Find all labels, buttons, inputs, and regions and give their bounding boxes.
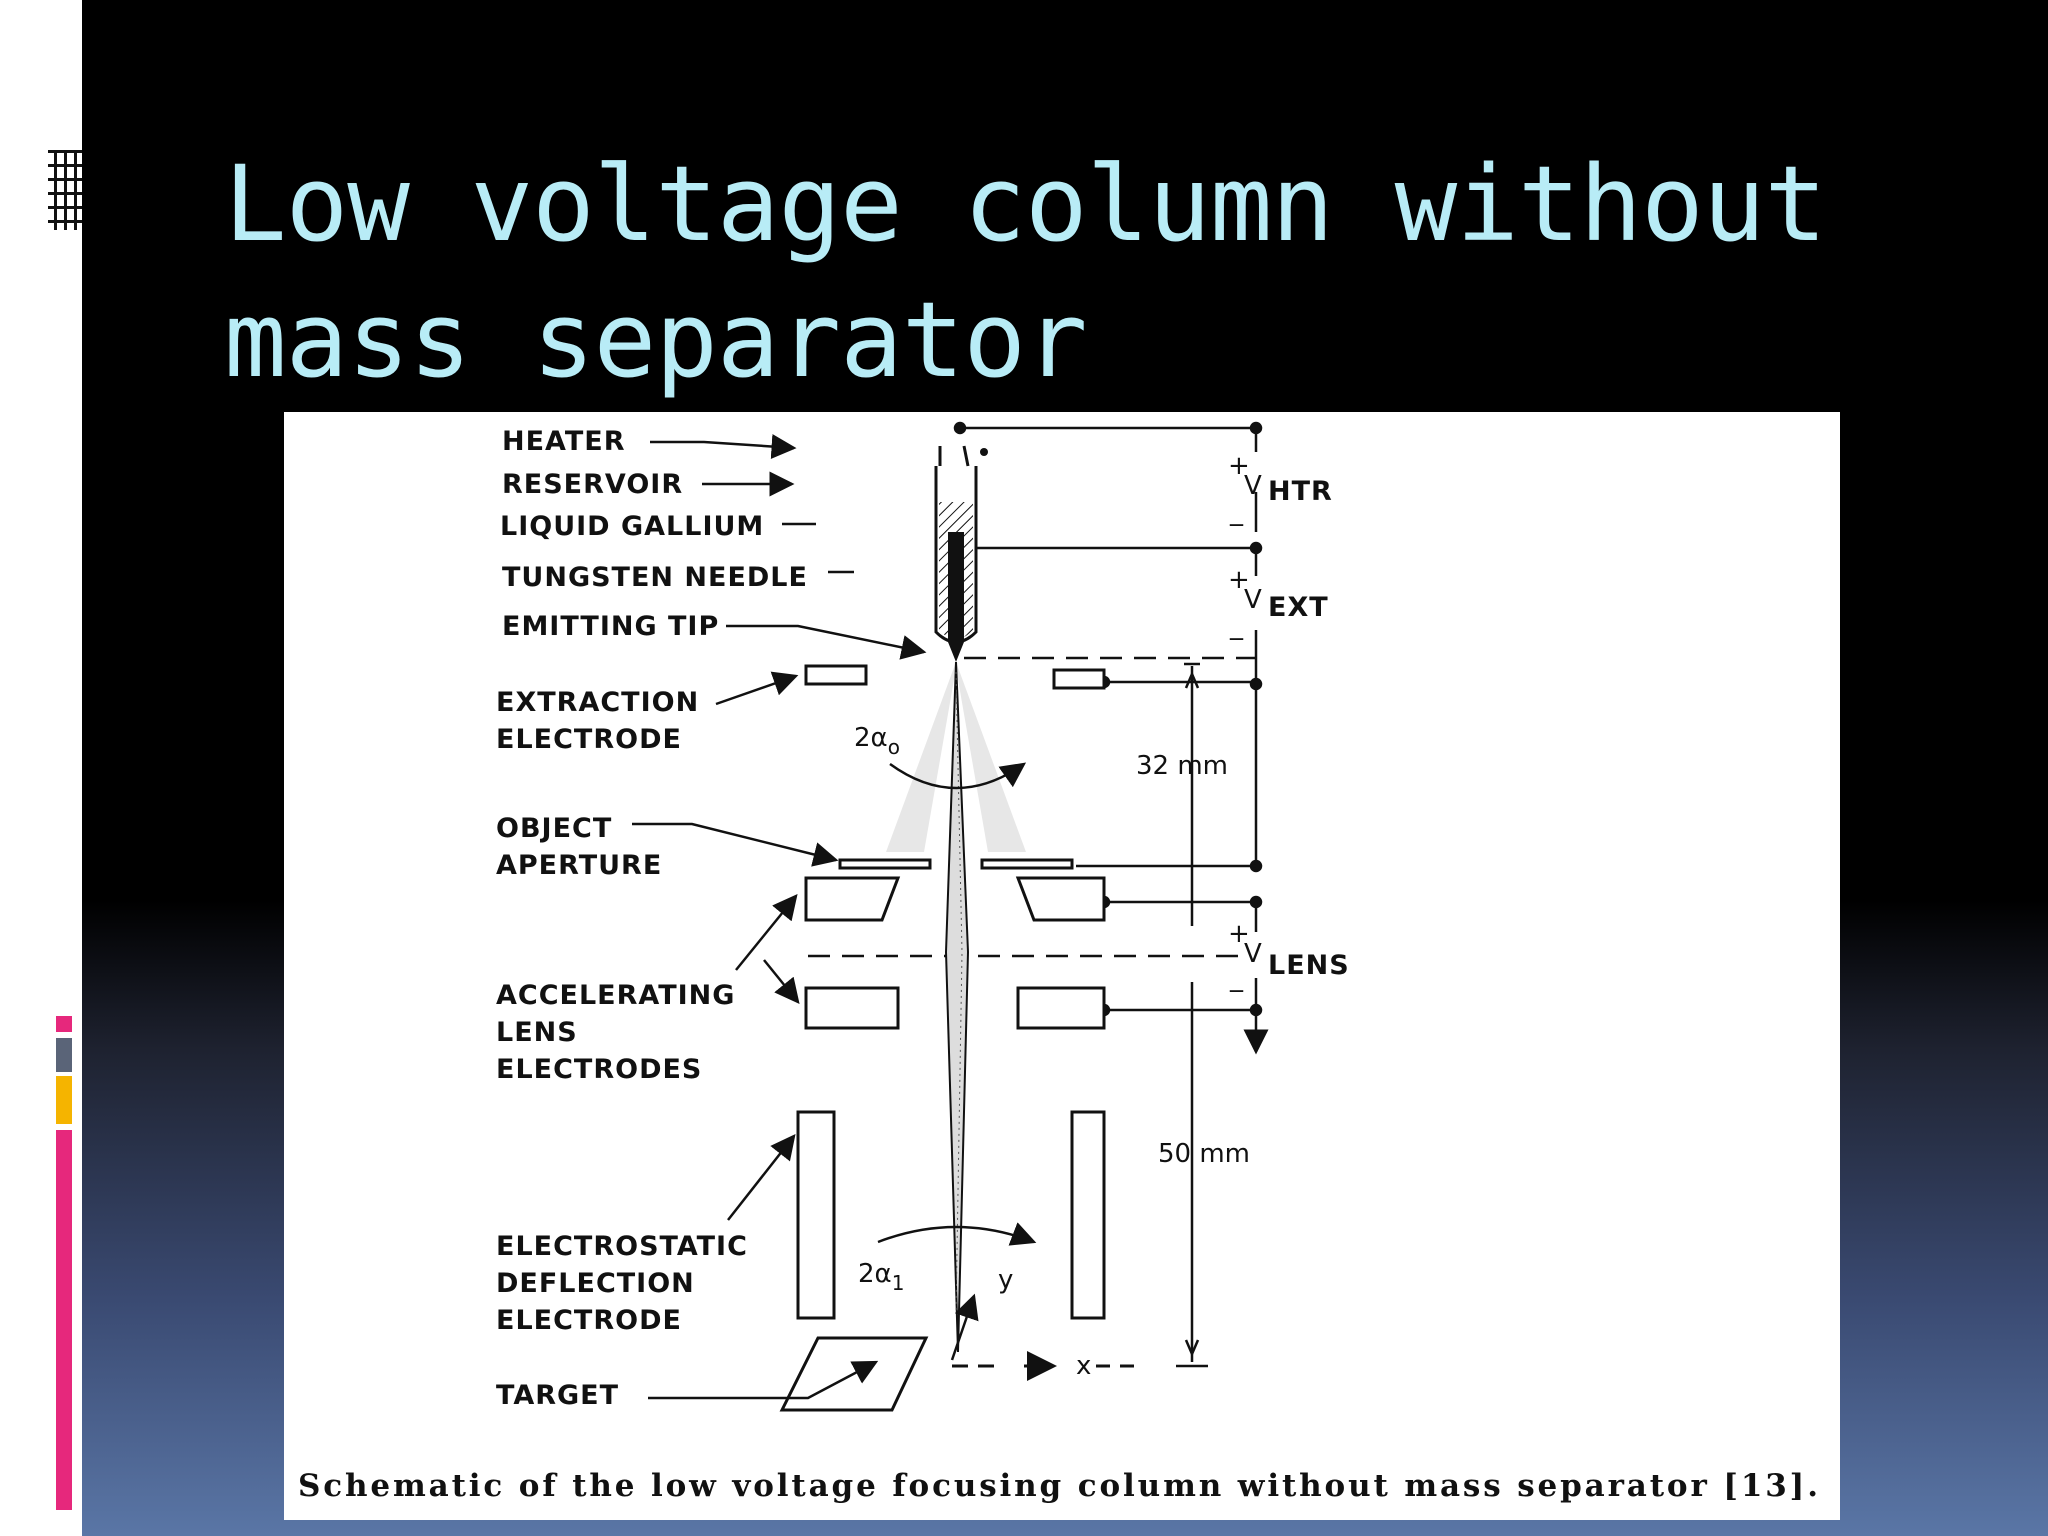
label-accel-1: ACCELERATING bbox=[496, 980, 735, 1011]
label-object-1: OBJECT bbox=[496, 813, 612, 844]
svg-text:EXT: EXT bbox=[1268, 592, 1329, 623]
leader-lines bbox=[632, 434, 927, 1400]
label-extraction-2: ELECTRODE bbox=[496, 724, 682, 755]
voltage-ext: + V EXT _ bbox=[1228, 565, 1329, 641]
dimension-32mm: 32 mm bbox=[1136, 751, 1228, 781]
axis-y-label: y bbox=[998, 1265, 1013, 1295]
figure-caption: Schematic of the low voltage focusing co… bbox=[298, 1468, 1818, 1504]
label-reservoir: RESERVOIR bbox=[502, 469, 683, 500]
label-emitting-tip: EMITTING TIP bbox=[502, 611, 719, 642]
accent-bar-pink-small bbox=[56, 1016, 72, 1032]
schematic-figure: HEATER RESERVOIR LIQUID GALLIUM TUNGSTEN… bbox=[284, 412, 1840, 1520]
lens-upper-left bbox=[804, 876, 901, 922]
svg-text:+: + bbox=[1228, 451, 1250, 481]
label-accel-3: ELECTRODES bbox=[496, 1054, 702, 1085]
svg-text:_: _ bbox=[1229, 611, 1244, 641]
angle-arcs bbox=[877, 762, 1037, 1246]
electrodes bbox=[796, 664, 1106, 1320]
label-liquid-gallium: LIQUID GALLIUM bbox=[500, 511, 764, 542]
decorative-lines-icon bbox=[48, 150, 82, 230]
dimension-50mm: 50 mm bbox=[1158, 1139, 1250, 1169]
connection-lines bbox=[808, 421, 1269, 1055]
dimension-lines bbox=[1176, 662, 1208, 1368]
label-extraction-1: EXTRACTION bbox=[496, 687, 699, 718]
svg-text:+: + bbox=[1228, 565, 1250, 595]
label-target: TARGET bbox=[496, 1380, 619, 1411]
svg-text:_: _ bbox=[1229, 497, 1244, 527]
deflection-plate-left bbox=[796, 1110, 836, 1320]
accent-bar-gold bbox=[56, 1076, 72, 1124]
voltage-lens: + V LENS _ bbox=[1228, 919, 1350, 993]
label-deflection-3: ELECTRODE bbox=[496, 1305, 682, 1336]
svg-text:_: _ bbox=[1229, 963, 1244, 993]
object-aperture-right bbox=[980, 858, 1074, 870]
lens-lower-right bbox=[1016, 986, 1106, 1030]
axis-x-label: x bbox=[1076, 1351, 1091, 1381]
extraction-electrode-left bbox=[804, 664, 868, 686]
label-tungsten-needle: TUNGSTEN NEEDLE bbox=[502, 562, 808, 593]
svg-text:+: + bbox=[1228, 919, 1250, 949]
svg-text:V: V bbox=[1244, 471, 1262, 501]
svg-text:LENS: LENS bbox=[1268, 950, 1350, 981]
label-deflection-1: ELECTROSTATIC bbox=[496, 1231, 748, 1262]
voltage-htr: + V HTR _ bbox=[1228, 451, 1333, 527]
deflection-plate-right bbox=[1070, 1110, 1106, 1320]
label-alpha0: 2αo bbox=[854, 723, 900, 759]
accent-bar-gray bbox=[56, 1038, 72, 1072]
accent-bar-pink-long bbox=[56, 1130, 72, 1510]
lens-lower-left bbox=[804, 986, 900, 1030]
label-object-2: APERTURE bbox=[496, 850, 662, 881]
label-heater: HEATER bbox=[502, 426, 626, 457]
object-aperture-left bbox=[838, 858, 932, 870]
emitter-assembly bbox=[934, 445, 988, 662]
target-plate bbox=[779, 1293, 1142, 1412]
label-accel-2: LENS bbox=[496, 1017, 578, 1048]
column-schematic: HEATER RESERVOIR LIQUID GALLIUM TUNGSTEN… bbox=[298, 421, 1818, 1504]
left-margin-strip bbox=[0, 0, 82, 1536]
svg-text:HTR: HTR bbox=[1268, 476, 1333, 507]
svg-text:V: V bbox=[1244, 585, 1262, 615]
slide-title: Low voltage column without mass separato… bbox=[224, 143, 1827, 401]
label-alpha1: 2α1 bbox=[858, 1259, 904, 1295]
label-deflection-2: DEFLECTION bbox=[496, 1268, 695, 1299]
ion-beam bbox=[886, 661, 1026, 1353]
extraction-electrode-right bbox=[1052, 668, 1106, 690]
svg-text:V: V bbox=[1244, 939, 1262, 969]
lens-upper-right bbox=[1015, 876, 1106, 922]
